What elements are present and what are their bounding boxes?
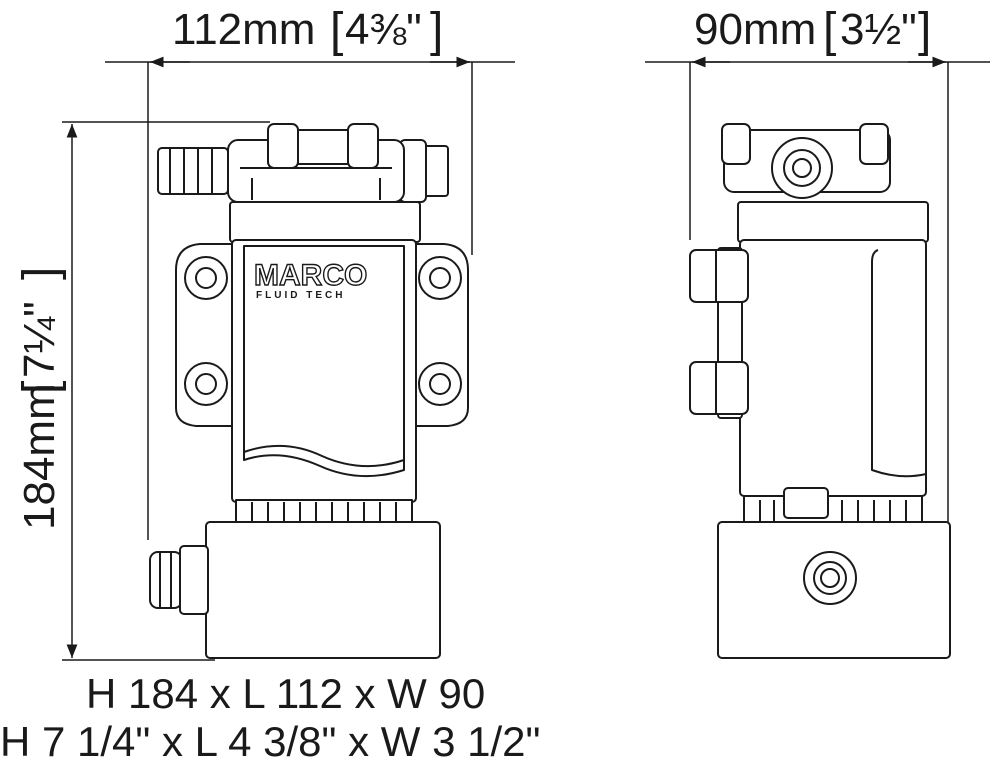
- dimensions-caption-metric: H 184 x L 112 x W 90: [86, 670, 486, 717]
- height-bracket-close: ]: [14, 267, 67, 280]
- brand-logo-subtitle: FLUID TECH: [256, 290, 345, 301]
- outlet-fitting: [399, 139, 449, 203]
- side-mounting-bracket: [689, 247, 749, 419]
- height-bracket-open: [: [14, 381, 67, 394]
- length-bracket-close: ]: [430, 4, 443, 57]
- pump-side-view: [689, 123, 951, 659]
- width-dimension: 90mm [ 3½" ]: [645, 4, 990, 540]
- pump-head: [227, 123, 405, 203]
- pump-front-view: [149, 123, 469, 659]
- length-bracket-open: [: [330, 4, 343, 57]
- side-flange-plate: [737, 201, 929, 243]
- height-dimension: 184mm [ 7¼" ]: [14, 121, 270, 661]
- length-metric-label: 112mm: [172, 5, 315, 54]
- brand-logo: MARCO: [254, 259, 367, 292]
- base-box: [205, 521, 441, 659]
- length-dimension: 112mm [ 4⅜" ]: [105, 4, 515, 540]
- height-imperial-label: 7¼": [15, 301, 64, 378]
- side-label-panel: [871, 249, 927, 478]
- side-base-port: [803, 551, 857, 605]
- length-imperial-label: 4⅜": [345, 5, 422, 54]
- side-motor-fins: [743, 487, 923, 523]
- flange-plate: [229, 201, 421, 243]
- motor-fins: [235, 499, 413, 523]
- width-bracket-close: ]: [918, 4, 931, 57]
- hose-barb-inlet: [157, 147, 229, 195]
- mounting-bracket: [175, 243, 469, 427]
- dimensions-caption-imperial: H 7 1/4" x L 4 3/8" x W 3 1/2": [0, 718, 541, 765]
- width-bracket-open: [: [823, 4, 836, 57]
- side-base-box: [717, 521, 951, 659]
- width-imperial-label: 3½": [840, 5, 917, 54]
- cable-gland: [149, 545, 209, 615]
- side-pump-head: [721, 123, 891, 199]
- width-metric-label: 90mm: [694, 5, 816, 54]
- side-motor-body: [739, 239, 927, 497]
- height-metric-label: 184mm: [15, 383, 64, 530]
